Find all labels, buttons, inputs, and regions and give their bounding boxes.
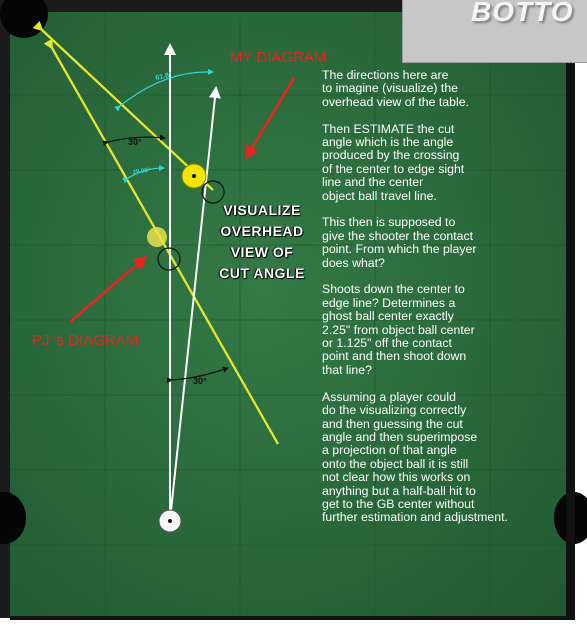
overlay-line-4: CUT ANGLE xyxy=(219,265,305,281)
overlay-line-3: VIEW OF xyxy=(230,244,294,260)
angle-label-upper-left: 30° xyxy=(128,137,142,147)
overlay-line-2: OVERHEAD xyxy=(220,223,304,239)
contact-ring-pj xyxy=(157,247,181,271)
header-title: BOTTO xyxy=(471,0,574,27)
angle-label-mid: 29.95° xyxy=(132,168,151,176)
pj-diagram-label: PJ 's DIAGRAM xyxy=(32,332,139,349)
felt-grid xyxy=(10,12,566,616)
note-paragraph-2: Then ESTIMATE the cut angle which is the… xyxy=(322,121,465,203)
overlay-line-1: VISUALIZE xyxy=(223,202,301,218)
cue-ball-center xyxy=(168,519,172,523)
my-diagram-label: MY DIAGRAM xyxy=(230,49,327,66)
explanation-notes: The directions here are to imagine (visu… xyxy=(322,68,557,538)
black-arc-lower xyxy=(166,366,229,384)
yellow-travel-line xyxy=(43,38,279,445)
white-aim-line xyxy=(169,86,221,521)
side-pocket-left xyxy=(0,492,26,544)
object-ball-center xyxy=(192,174,196,178)
red-arrow-pj-diagram xyxy=(69,255,148,323)
note-paragraph-1: The directions here are to imagine (visu… xyxy=(322,68,469,109)
black-arc-upper xyxy=(102,134,166,147)
cyan-arc-mid xyxy=(122,165,165,184)
angle-label-top: 61.8° xyxy=(155,71,173,82)
right-rail-strip xyxy=(566,12,575,618)
ghost-ball-pj xyxy=(147,227,167,247)
red-arrow-my-diagram xyxy=(244,77,296,160)
cyan-arc-top xyxy=(114,68,214,112)
note-paragraph-3: This then is supposed to give the shoote… xyxy=(322,215,477,270)
visualize-overlay: VISUALIZE OVERHEAD VIEW OF CUT ANGLE xyxy=(208,200,316,284)
contact-ring-mine xyxy=(201,180,225,204)
angle-label-bottom: 30° xyxy=(193,376,207,386)
table-felt xyxy=(10,12,566,616)
header-banner: BOTTO xyxy=(402,0,587,63)
bottom-rail-strip xyxy=(10,616,575,620)
note-paragraph-5: Assuming a player could do the visualizi… xyxy=(322,389,508,525)
note-paragraph-4: Shoots down the center to edge line? Det… xyxy=(322,282,475,377)
